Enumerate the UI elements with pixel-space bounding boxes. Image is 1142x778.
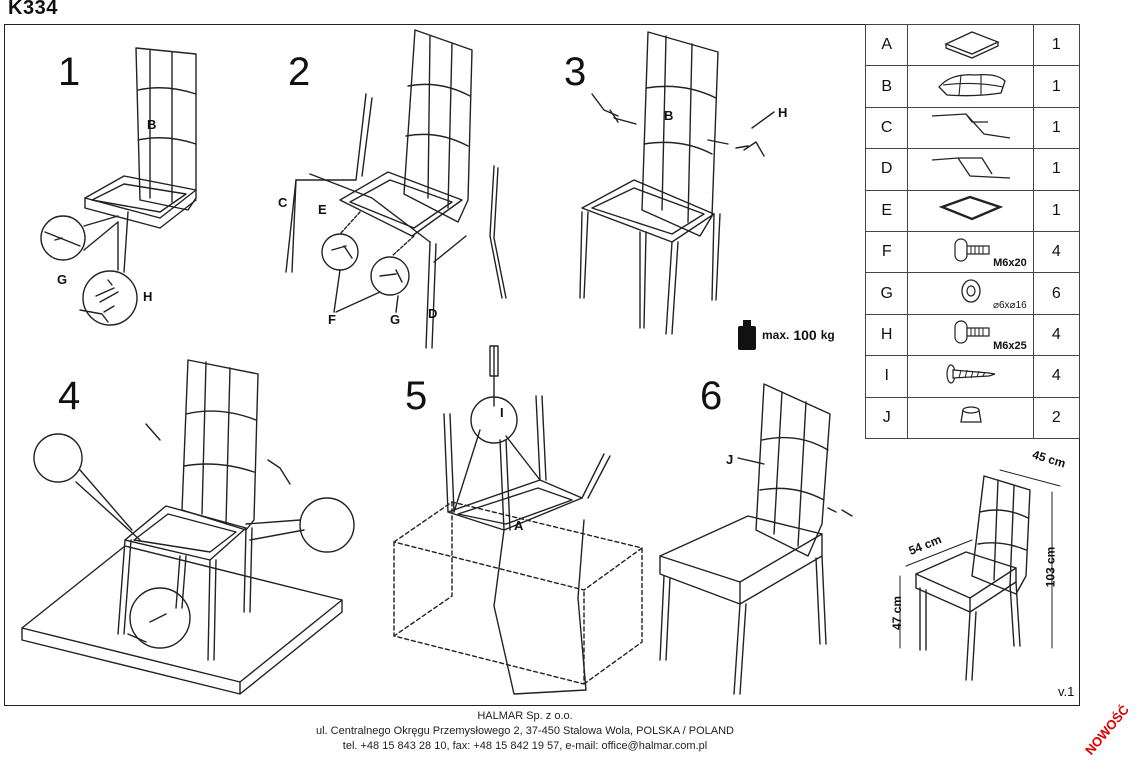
callout-s2-e: E — [318, 202, 327, 217]
footer: HALMAR Sp. z o.o. ul. Centralnego Okręgu… — [0, 709, 1050, 754]
step1-illustration — [40, 47, 197, 326]
callout-s2-f: F — [328, 312, 336, 327]
part-quantity: 4 — [1032, 313, 1081, 357]
callout-s1-g: G — [57, 272, 68, 287]
step-number-1: 1 — [58, 50, 81, 94]
footer-company: HALMAR Sp. z o.o. — [477, 710, 573, 722]
step-number-4: 4 — [58, 374, 81, 418]
max-load-prefix: max. — [762, 328, 790, 342]
part-letter: J — [864, 396, 909, 439]
max-load-unit: kg — [820, 328, 835, 342]
callout-s2-c: C — [278, 195, 288, 210]
callout-s3-b: B — [664, 108, 674, 123]
max-load-info: max. 100 kg — [736, 318, 835, 352]
callout-s1-b: B — [147, 117, 157, 132]
backrest-icon — [907, 65, 1034, 108]
step-number-3: 3 — [564, 50, 587, 94]
parts-row: H M6x25 4 — [864, 313, 1081, 357]
parts-row: F M6x20 4 — [864, 230, 1081, 274]
rear-leg-frame-icon — [907, 148, 1034, 191]
part-quantity: 4 — [1032, 355, 1081, 398]
dim-height: 103 cm — [1043, 546, 1058, 588]
step3-illustration — [579, 31, 775, 335]
screw-icon — [907, 355, 1034, 398]
callout-s5-i: I — [500, 405, 504, 420]
cap-icon — [907, 396, 1034, 439]
dimension-illustration — [899, 469, 1061, 681]
part-quantity: 1 — [1032, 148, 1081, 191]
parts-row: G ⌀6x⌀16 6 — [864, 272, 1081, 315]
bolt-icon: M6x25 — [907, 313, 1034, 357]
step2-illustration — [285, 29, 507, 349]
dim-seat-height: 47 cm — [890, 595, 905, 631]
weight-icon — [738, 320, 756, 350]
part-quantity: 4 — [1032, 230, 1081, 274]
part-quantity: 6 — [1032, 272, 1081, 315]
bolt-icon: M6x20 — [907, 230, 1034, 274]
part-spec: M6x20 — [993, 257, 1027, 270]
step4-illustration — [21, 359, 355, 695]
callout-s1-h: H — [143, 289, 153, 304]
part-quantity: 1 — [1032, 189, 1081, 232]
washer-icon: ⌀6x⌀16 — [907, 272, 1034, 315]
part-letter: E — [864, 189, 909, 232]
part-spec: ⌀6x⌀16 — [992, 299, 1027, 311]
step5-illustration — [393, 345, 643, 695]
part-letter: I — [864, 355, 909, 398]
version-label: v.1 — [1058, 684, 1075, 699]
part-quantity: 1 — [1032, 23, 1081, 67]
seat-frame-icon — [907, 189, 1034, 232]
step-number-2: 2 — [288, 50, 311, 94]
part-letter: C — [864, 106, 909, 150]
callout-s3-h: H — [778, 105, 788, 120]
front-leg-frame-icon — [907, 106, 1034, 150]
part-letter: H — [864, 313, 909, 357]
part-letter: B — [864, 65, 909, 108]
seat-cushion-icon — [907, 23, 1034, 67]
part-quantity: 2 — [1032, 396, 1081, 439]
instruction-frame — [4, 24, 1080, 706]
step-number-6: 6 — [700, 374, 723, 418]
step-number-5: 5 — [405, 374, 428, 418]
step6-illustration — [659, 383, 853, 695]
part-letter: G — [864, 272, 909, 315]
part-quantity: 1 — [1032, 106, 1081, 150]
part-letter: D — [864, 148, 909, 191]
part-letter: A — [864, 23, 909, 67]
part-spec: M6x25 — [993, 340, 1027, 353]
footer-address: ul. Centralnego Okręgu Przemysłowego 2, … — [315, 725, 734, 737]
part-letter: F — [864, 230, 909, 274]
model-code: K334 — [8, 0, 58, 19]
callout-s6-j: J — [726, 452, 734, 467]
callout-s2-d: D — [428, 306, 438, 321]
max-load-value: 100 — [793, 327, 817, 343]
callout-s2-g: G — [390, 312, 401, 327]
part-quantity: 1 — [1032, 65, 1081, 108]
callout-s5-a: A — [514, 518, 524, 533]
footer-contact: tel. +48 15 843 28 10, fax: +48 15 842 1… — [342, 740, 708, 752]
